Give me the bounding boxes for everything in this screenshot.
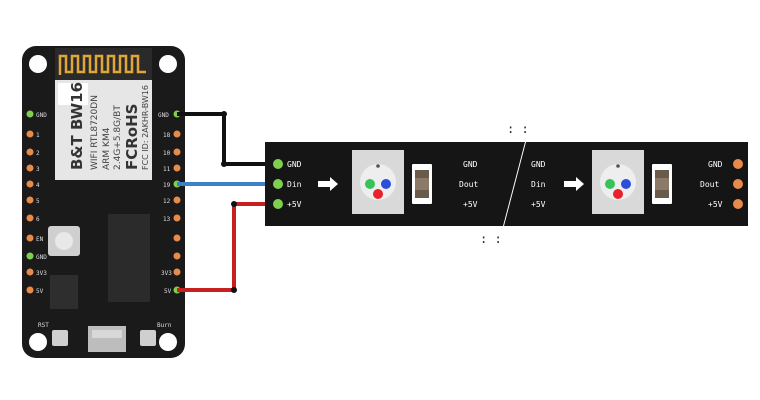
dout-power-pad xyxy=(733,199,743,209)
dout-data-pad xyxy=(733,179,743,189)
led-blue-die xyxy=(621,179,631,189)
mount-hole xyxy=(159,333,177,351)
led-blue-die xyxy=(381,179,391,189)
din-power-pad xyxy=(273,199,283,209)
regulator-chip xyxy=(50,275,78,309)
data-direction-arrow-icon xyxy=(564,177,584,191)
chip-line-3: ARM KM4 xyxy=(102,127,112,170)
burn-label: Burn xyxy=(157,322,172,329)
led-green-die xyxy=(605,179,615,189)
seg2-out-dout-label: Dout xyxy=(700,180,719,189)
rst-label: RST xyxy=(38,322,49,329)
rst-button[interactable] xyxy=(52,330,68,346)
seg1-out-dout-label: Dout xyxy=(459,180,478,189)
led-1 xyxy=(352,150,404,214)
left-pin-label: GND xyxy=(36,112,47,119)
chip-line-4: 2.4G+5.8G/BT xyxy=(113,105,123,170)
left-pin-label: 2 xyxy=(36,150,40,157)
led-2 xyxy=(592,150,644,214)
chip-line-1: B&T BW16 xyxy=(68,82,86,170)
right-pin-label: 3V3 xyxy=(161,270,172,277)
led-red-die xyxy=(373,189,383,199)
usb-uart-chip xyxy=(108,214,150,302)
led-red-die xyxy=(613,189,623,199)
right-pin-label: GND xyxy=(158,112,169,119)
seg2-in-din-label: Din xyxy=(531,180,546,189)
seg2-in-5v-label: +5V xyxy=(531,200,546,209)
left-pin-label: GND xyxy=(36,254,47,261)
led-green-die xyxy=(365,179,375,189)
data-direction-arrow-icon xyxy=(318,177,338,191)
left-pin-label: 6 xyxy=(36,216,40,223)
left-pin-header: GND 1 2 3 4 5 6 EN GND 3V3 5V xyxy=(26,110,47,295)
right-pin-label: 13 xyxy=(163,216,171,223)
antenna-trace xyxy=(58,54,146,75)
seg1-out-gnd-label: GND xyxy=(463,160,478,169)
capacitor-2 xyxy=(652,164,672,204)
seg1-out-5v-label: +5V xyxy=(463,200,478,209)
chip-line-6: FCC ID: 2AKHR-BW16 xyxy=(141,85,150,170)
seg2-out-5v-label: +5V xyxy=(708,200,723,209)
mount-hole xyxy=(29,333,47,351)
left-pin-label: 4 xyxy=(36,182,40,189)
left-pin-label: 1 xyxy=(36,132,40,139)
wires xyxy=(177,111,276,293)
bw16-board: B&T BW16 WIFI RTL8720DN ARM KM4 2.4G+5.8… xyxy=(22,46,185,358)
left-pin-label: 5 xyxy=(36,198,40,205)
dout-gnd-pad xyxy=(733,159,743,169)
seg1-in-gnd-label: GND xyxy=(287,160,302,169)
break-mark: : : xyxy=(507,122,529,136)
gnd-wire xyxy=(177,112,276,166)
power-wire xyxy=(177,202,276,292)
right-pin-label: 18 xyxy=(163,132,171,139)
mount-hole xyxy=(159,55,177,73)
seg2-out-gnd-label: GND xyxy=(708,160,723,169)
right-pin-label: 10 xyxy=(163,150,171,157)
left-pin-label: 3V3 xyxy=(36,270,47,277)
chip-line-2: WIFI RTL8720DN xyxy=(90,95,100,170)
seg1-in-5v-label: +5V xyxy=(287,200,302,209)
mount-hole xyxy=(29,55,47,73)
burn-button[interactable] xyxy=(140,330,156,346)
usb-c-port xyxy=(88,326,126,352)
capacitor-1 xyxy=(412,164,432,204)
seg1-in-din-label: Din xyxy=(287,180,302,189)
chip-line-5: FCRoHS xyxy=(123,104,141,170)
right-pin-label: 5V xyxy=(164,288,172,295)
right-pin-label: 11 xyxy=(163,166,171,173)
left-pin-label: 3 xyxy=(36,166,40,173)
right-pin-label: 12 xyxy=(163,198,171,205)
right-pin-label: 19 xyxy=(163,182,171,189)
left-pin-label: 5V xyxy=(36,288,44,295)
seg2-in-gnd-label: GND xyxy=(531,160,546,169)
left-pin-label: EN xyxy=(36,236,44,243)
led-strip: : : : : GND Din +5V GND Dout +5V xyxy=(265,122,748,246)
din-data-pad xyxy=(273,179,283,189)
din-gnd-pad xyxy=(273,159,283,169)
break-mark: : : xyxy=(480,232,502,246)
